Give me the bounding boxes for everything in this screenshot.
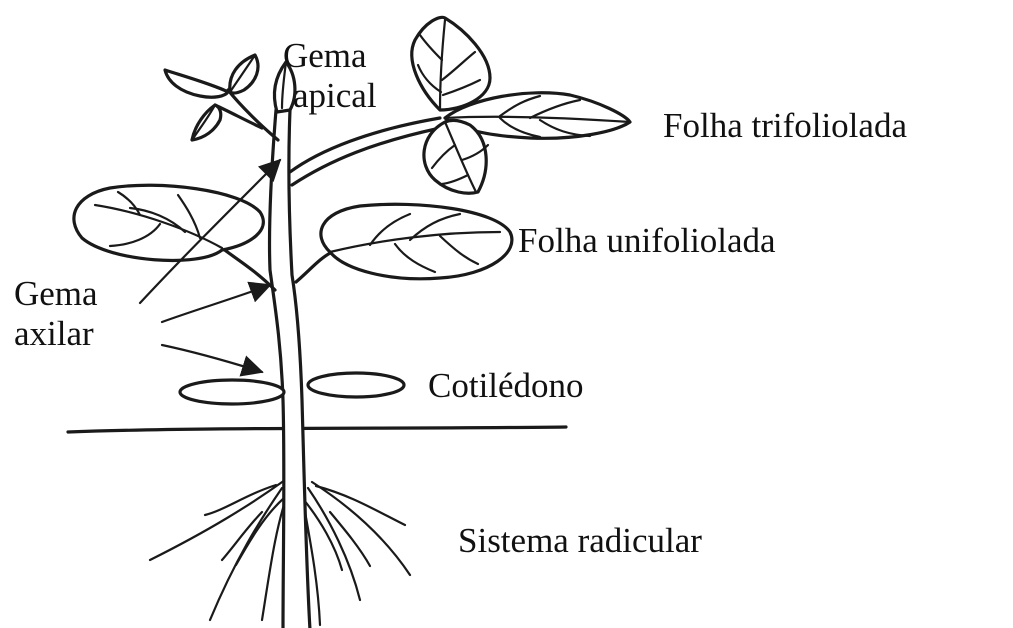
arrow-mid-axil	[162, 285, 270, 322]
label-sistema-radicular: Sistema radicular	[458, 521, 702, 560]
label-gema-apical-line2: apical	[293, 76, 377, 115]
cotyledon-left	[180, 380, 284, 404]
label-gema-axilar-line1: Gema	[14, 274, 98, 313]
main-stem	[269, 110, 310, 628]
label-gema-axilar-line2: axilar	[14, 314, 94, 353]
unifoliolate-leaf-right	[296, 204, 512, 282]
label-gema-apical-line1: Gema	[283, 36, 367, 75]
arrow-cotyledon-axil	[162, 345, 262, 372]
cotyledon-right	[308, 373, 404, 397]
trifoliolate-leaf	[412, 17, 630, 193]
unifoliolate-leaf-left	[74, 185, 275, 290]
branch-trifoliolate	[290, 118, 440, 185]
label-folha-unifoliolada: Folha unifoliolada	[518, 221, 776, 260]
root-system	[150, 480, 410, 625]
label-cotiledono: Cotilédono	[428, 366, 584, 405]
ground-line	[68, 427, 566, 432]
label-folha-trifoliolada: Folha trifoliolada	[663, 106, 907, 145]
